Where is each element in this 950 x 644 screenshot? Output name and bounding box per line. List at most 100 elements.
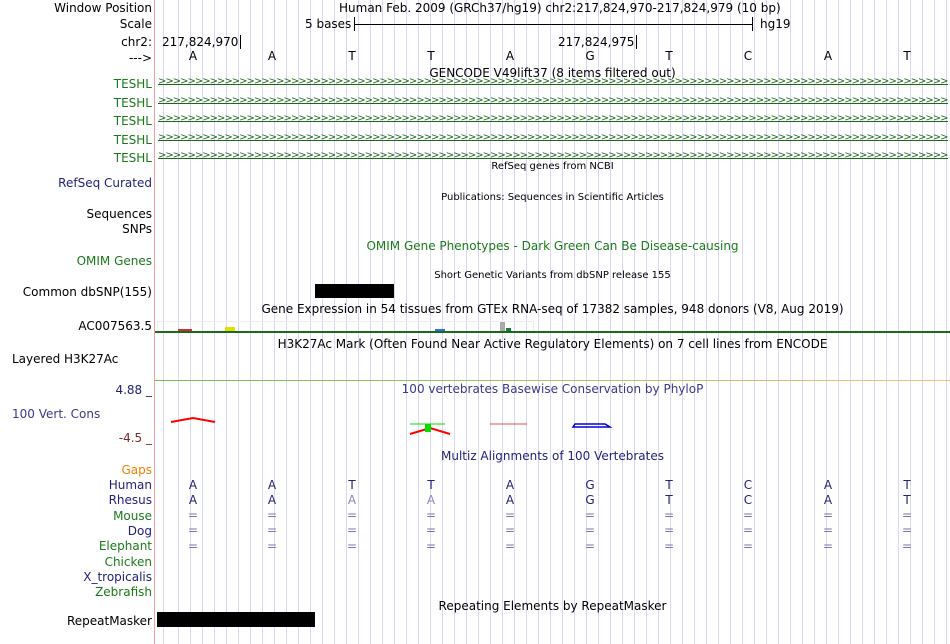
cons-min: -4.5 _ (118, 431, 152, 445)
species-match: = (822, 508, 834, 522)
label-species[interactable]: Elephant (98, 539, 152, 554)
human-base: T (348, 478, 356, 492)
species-match: = (663, 523, 675, 538)
label-gtex-gene[interactable]: AC007563.5 (78, 319, 152, 333)
base-letter: G (585, 49, 595, 63)
human-base: G (585, 478, 595, 492)
species-match: = (584, 523, 596, 538)
species-match: = (901, 523, 913, 538)
label-scale: Scale (119, 17, 152, 31)
human-base: C (743, 478, 753, 492)
species-match: = (425, 538, 437, 553)
label-repeatmasker[interactable]: RepeatMasker (66, 614, 152, 628)
label-snps[interactable]: SNPs (122, 222, 152, 236)
species-match: = (663, 508, 675, 522)
label-sequences[interactable]: Sequences (86, 207, 152, 221)
species-match: = (266, 538, 278, 553)
pubs-title: Publications: Sequences in Scientific Ar… (441, 192, 664, 203)
species-match: = (346, 538, 358, 553)
gene-teshl-transcript[interactable]: >>>>>>>>>>>>>>>>>>>>>>>>>>>>>>>>>>>>>>>>… (158, 95, 948, 109)
label-h3k27[interactable]: Layered H3K27Ac (12, 352, 119, 366)
rhesus-base: A (505, 493, 515, 507)
repeat-element[interactable] (157, 612, 315, 627)
label-species[interactable]: Dog (127, 523, 152, 538)
assembly-label: hg19 (760, 17, 791, 31)
scale-label: 5 bases (305, 17, 352, 31)
dbsnp-title: Short Genetic Variants from dbSNP releas… (434, 270, 671, 281)
label-species[interactable]: Zebrafish (95, 585, 152, 600)
human-base: A (823, 478, 833, 492)
human-base: A (267, 478, 277, 492)
base-letter: A (823, 49, 833, 63)
rhesus-base: C (743, 493, 753, 507)
species-match: = (346, 523, 358, 538)
label-species[interactable]: Chicken (104, 554, 152, 569)
species-match: = (504, 538, 516, 553)
rhesus-base: T (903, 493, 911, 507)
phylop-plot (170, 416, 613, 435)
strand-arrows: >>>>>>>>>>>>>>>>>>>>>>>>>>>>>>>>>>>>>>>>… (158, 94, 948, 106)
label-teshl[interactable]: TESHL (113, 132, 152, 147)
species-match: = (901, 538, 913, 553)
species-match: = (266, 508, 278, 522)
gtex-gene-line (155, 331, 950, 333)
species-match: = (266, 523, 278, 538)
rhesus-base: G (585, 493, 595, 507)
gtex-title: Gene Expression in 54 tissues from GTEx … (261, 302, 844, 316)
label-species[interactable]: X_tropicalis (83, 569, 152, 584)
gene-teshl-transcript[interactable]: >>>>>>>>>>>>>>>>>>>>>>>>>>>>>>>>>>>>>>>>… (158, 132, 948, 146)
species-match: = (663, 538, 675, 553)
label-gaps[interactable]: Gaps (121, 463, 152, 477)
human-base: A (188, 478, 198, 492)
rhesus-base: A (188, 493, 198, 507)
base-letter: A (188, 49, 198, 63)
label-teshl[interactable]: TESHL (113, 95, 152, 110)
label-strand[interactable]: ---> (128, 51, 152, 65)
base-letter: A (267, 49, 277, 63)
rmsk-title: Repeating Elements by RepeatMasker (438, 599, 667, 613)
label-teshl[interactable]: TESHL (113, 114, 152, 128)
species-match: = (187, 538, 199, 553)
coord-left: 217,824,970 (162, 35, 242, 49)
species-match: = (504, 508, 516, 522)
label-species[interactable]: Rhesus (108, 493, 152, 508)
label-refseq[interactable]: RefSeq Curated (58, 176, 152, 190)
gencode-title: GENCODE V49lift37 (8 items filtered out) (429, 66, 676, 80)
rhesus-base: T (665, 493, 673, 507)
label-species[interactable]: Human (108, 478, 152, 492)
strand-arrows: >>>>>>>>>>>>>>>>>>>>>>>>>>>>>>>>>>>>>>>>… (158, 150, 948, 161)
rhesus-base: A (347, 493, 357, 507)
species-match: = (425, 508, 437, 522)
species-match: = (187, 508, 199, 522)
species-match: = (901, 508, 913, 522)
dbsnp-variant[interactable] (315, 284, 394, 298)
label-species[interactable]: Mouse (113, 508, 152, 523)
h3k27-title: H3K27Ac Mark (Often Found Near Active Re… (277, 337, 828, 351)
omim-title: OMIM Gene Phenotypes - Dark Green Can Be… (366, 239, 739, 253)
label-divider (154, 0, 155, 644)
species-match: = (187, 523, 199, 538)
base-letter: T (348, 49, 356, 63)
label-teshl[interactable]: TESHL (113, 77, 152, 91)
base-letter: C (743, 49, 753, 63)
label-omim[interactable]: OMIM Genes (76, 254, 152, 268)
rhesus-base: A (823, 493, 833, 507)
label-dbsnp[interactable]: Common dbSNP(155) (22, 285, 152, 299)
label-teshl[interactable]: TESHL (113, 151, 152, 165)
species-match: = (742, 508, 754, 522)
human-base: T (427, 478, 435, 492)
species-match: = (742, 538, 754, 553)
base-letter: T (903, 49, 911, 63)
species-match: = (742, 523, 754, 538)
phylop-title: 100 vertebrates Basewise Conservation by… (401, 382, 704, 396)
label-cons[interactable]: 100 Vert. Cons (12, 407, 101, 421)
base-letter: T (665, 49, 673, 63)
gene-teshl-transcript[interactable]: >>>>>>>>>>>>>>>>>>>>>>>>>>>>>>>>>>>>>>>>… (158, 150, 948, 164)
species-match: = (425, 523, 437, 538)
gene-teshl-transcript[interactable]: >>>>>>>>>>>>>>>>>>>>>>>>>>>>>>>>>>>>>>>>… (158, 113, 948, 127)
position-text: Human Feb. 2009 (GRCh37/hg19) chr2:217,8… (339, 1, 781, 15)
species-match: = (584, 538, 596, 553)
coord-right: 217,824,975 (558, 35, 638, 49)
rhesus-base: A (426, 493, 436, 507)
gene-teshl-transcript[interactable]: >>>>>>>>>>>>>>>>>>>>>>>>>>>>>>>>>>>>>>>>… (158, 76, 948, 90)
